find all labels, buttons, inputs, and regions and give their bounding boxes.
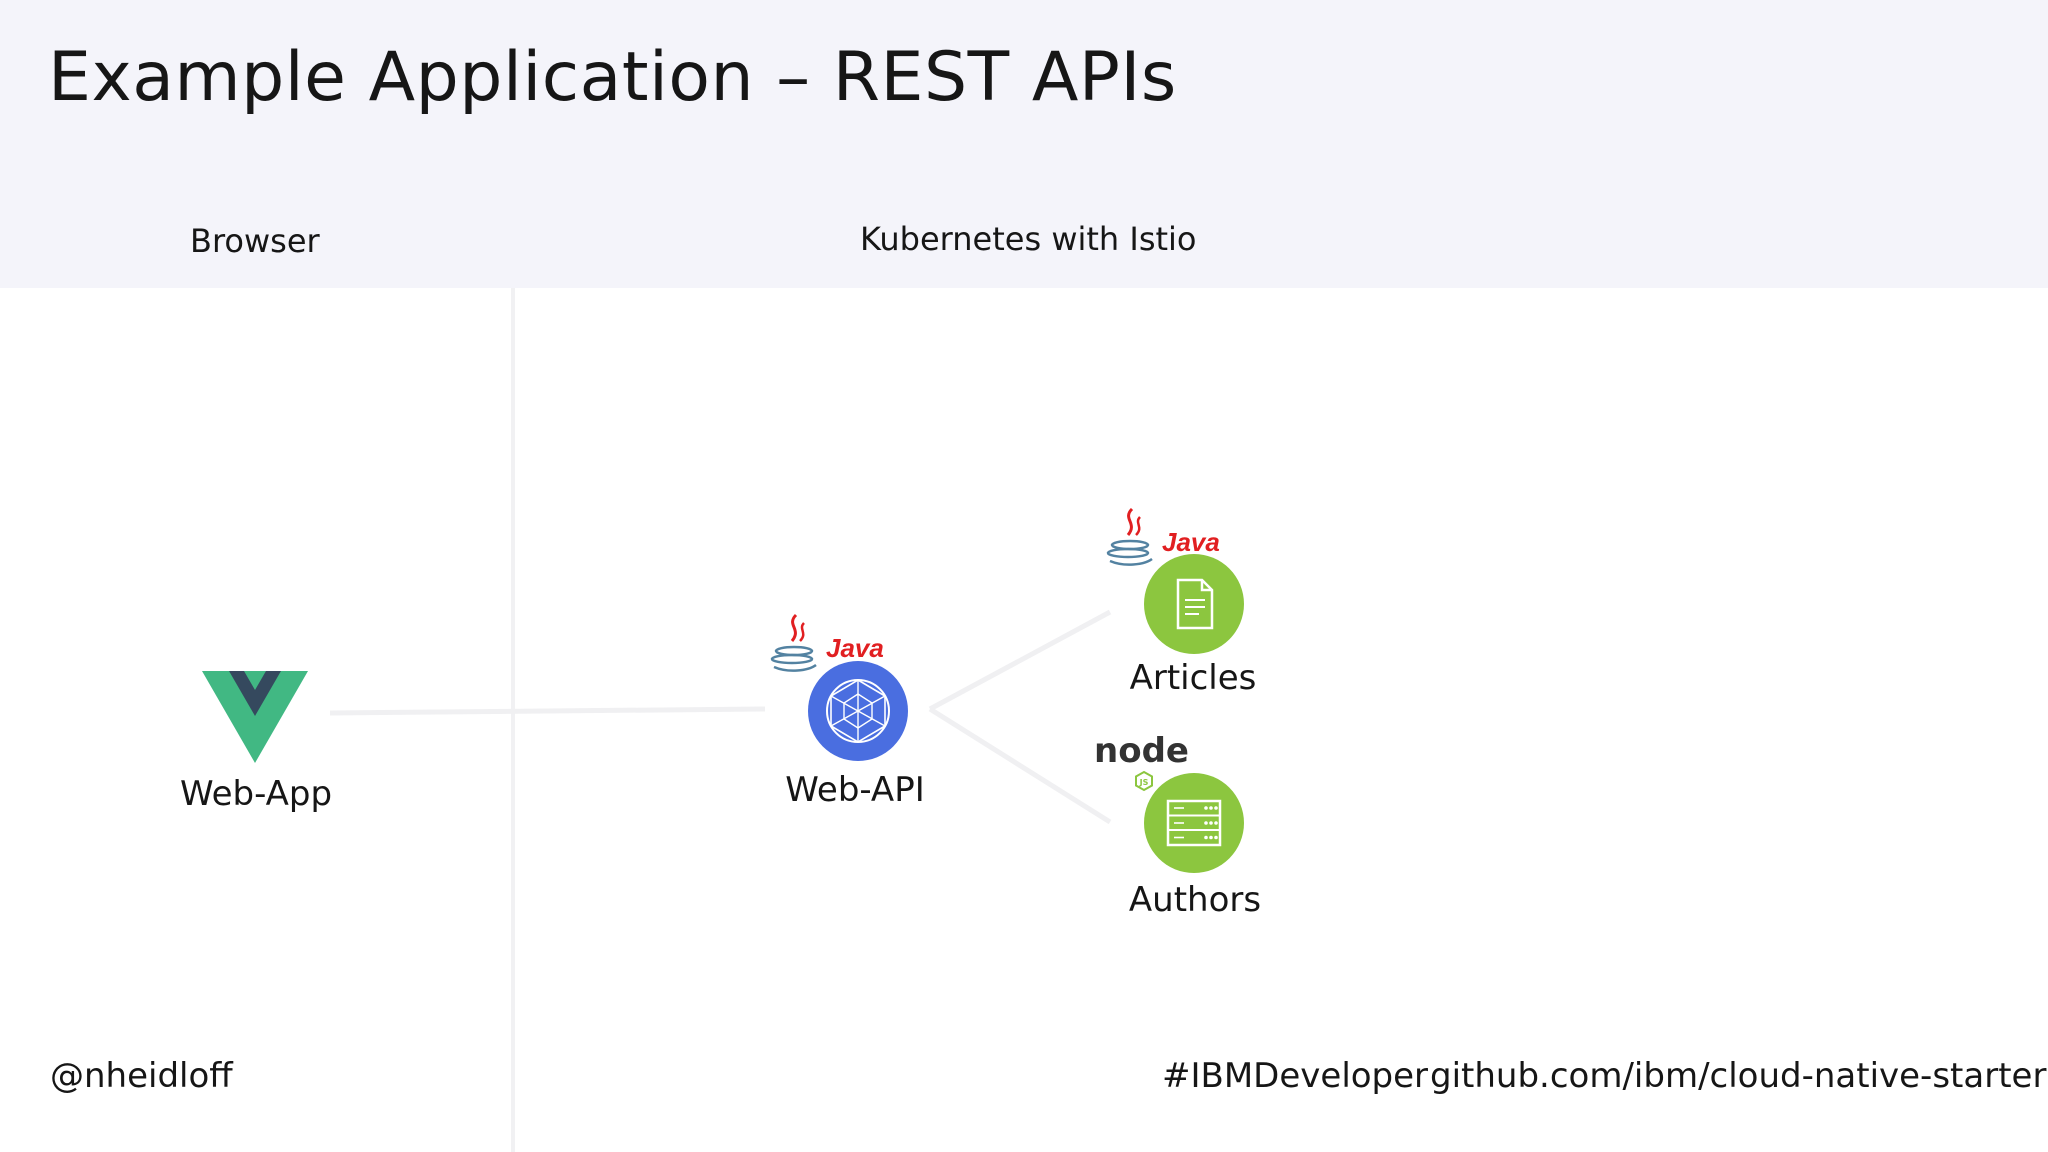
network-globe-icon — [808, 661, 908, 761]
browser-cluster-divider — [511, 288, 515, 1152]
footer-hashtag: #IBMDeveloper — [1162, 1056, 1429, 1096]
web-api-label: Web-API — [785, 770, 925, 810]
header-band — [0, 0, 2048, 288]
footer-handle: @nheidloff — [50, 1056, 233, 1096]
browser-section-label: Browser — [190, 222, 320, 260]
java-logo-icon: Java — [1106, 507, 1220, 566]
connector-webapi-authors — [928, 706, 1112, 825]
java-badge-text: Java — [1162, 527, 1220, 557]
slide-title: Example Application – REST APIs — [48, 38, 1177, 117]
nodejs-logo-icon: node JS — [1094, 731, 1189, 792]
articles-label: Articles — [1129, 658, 1257, 698]
nodejs-js-text: JS — [1139, 778, 1149, 787]
java-logo-icon: Java — [770, 613, 884, 672]
connector-webapp-webapi — [329, 706, 766, 716]
node-badge-text: node — [1094, 731, 1189, 771]
cluster-section-label: Kubernetes with Istio — [860, 220, 1197, 258]
document-icon — [1144, 554, 1244, 654]
connector-webapi-articles — [928, 609, 1112, 712]
authors-label: Authors — [1128, 880, 1262, 920]
web-app-label: Web-App — [179, 774, 333, 814]
java-badge-text: Java — [826, 633, 884, 663]
vue-logo-icon — [202, 671, 308, 763]
footer-repo-link: github.com/ibm/cloud-native-starter — [1430, 1056, 2047, 1096]
server-icon — [1144, 773, 1244, 873]
